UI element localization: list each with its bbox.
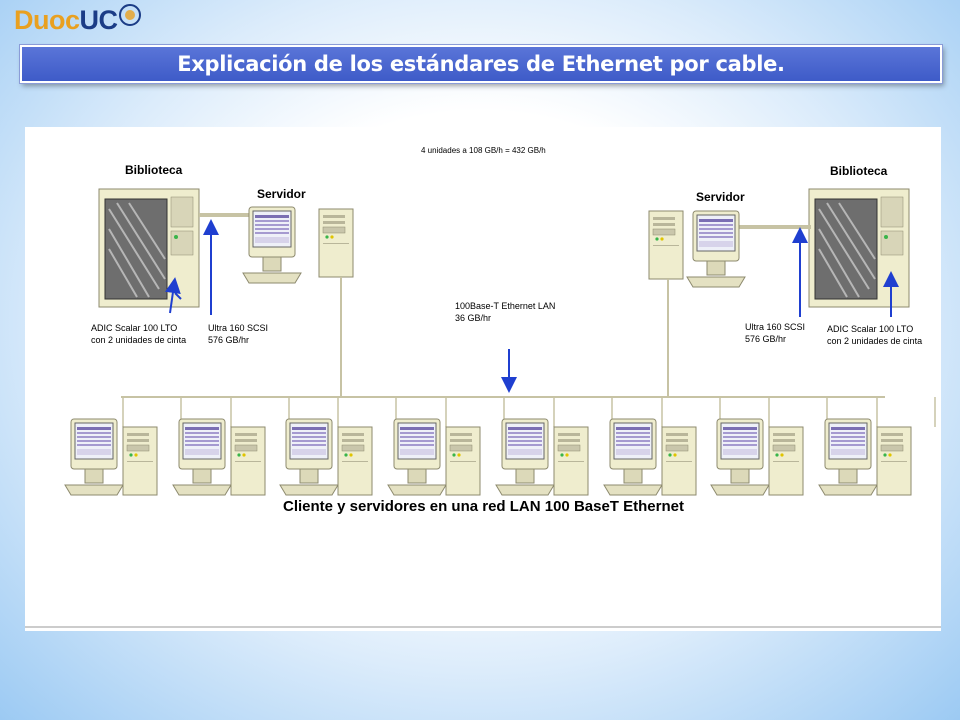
logo-seal-icon — [118, 4, 141, 26]
duoc-uc-logo: DuocUC — [14, 4, 141, 36]
lan-label-line1: 100Base-T Ethernet LAN — [455, 301, 555, 311]
client-workstation — [496, 419, 588, 495]
network-diagram: Biblioteca Servidor ADIC Scalar 100 LTO … — [25, 146, 941, 628]
left-library-arrow — [164, 277, 181, 314]
left-library-label: Biblioteca — [125, 163, 183, 177]
left-server-monitor — [242, 206, 302, 284]
logo-uc-text: UC — [79, 5, 119, 35]
right-server-monitor — [686, 210, 746, 288]
client-workstation — [388, 419, 480, 495]
right-scsi-line1: Ultra 160 SCSI — [745, 322, 805, 332]
throughput-note: 4 unidades a 108 GB/h = 432 GB/h — [421, 146, 546, 155]
client-workstation — [65, 419, 157, 495]
left-tape-lib-line1: ADIC Scalar 100 LTO — [91, 323, 177, 333]
client-workstation — [280, 419, 372, 495]
client-workstation — [604, 419, 696, 495]
network-diagram-panel: Biblioteca Servidor ADIC Scalar 100 LTO … — [25, 127, 941, 631]
left-server-label: Servidor — [257, 187, 306, 201]
client-workstation — [173, 419, 265, 495]
left-scsi-line2: 576 GB/hr — [208, 335, 249, 345]
right-server-label: Servidor — [696, 190, 745, 204]
right-scsi-line2: 576 GB/hr — [745, 334, 786, 344]
diagram-caption: Cliente y servidores en una red LAN 100 … — [283, 498, 684, 515]
left-tape-library — [98, 188, 200, 308]
slide-title-bar: Explicación de los estándares de Etherne… — [20, 45, 942, 83]
client-workstation — [711, 419, 803, 495]
logo-duoc-text: Duoc — [14, 5, 80, 35]
left-server-tower — [318, 208, 354, 278]
right-tape-lib-line2: con 2 unidades de cinta — [827, 336, 922, 346]
right-library-label: Biblioteca — [830, 164, 888, 178]
left-scsi-line1: Ultra 160 SCSI — [208, 323, 268, 333]
client-workstation — [819, 419, 911, 495]
right-tape-lib-line1: ADIC Scalar 100 LTO — [827, 324, 913, 334]
client-workstations — [65, 419, 911, 495]
lan-label-line2: 36 GB/hr — [455, 313, 491, 323]
left-tape-lib-line2: con 2 unidades de cinta — [91, 335, 186, 345]
right-server-tower — [648, 210, 684, 280]
right-tape-library — [808, 188, 910, 308]
slide-title: Explicación de los estándares de Etherne… — [177, 52, 785, 76]
